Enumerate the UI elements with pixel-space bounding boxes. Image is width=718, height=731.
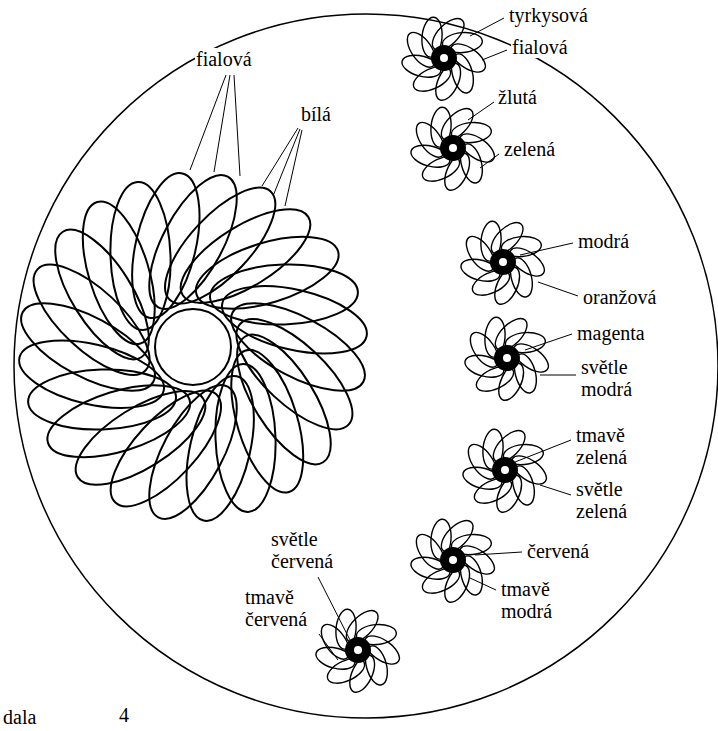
small-rosette (453, 212, 551, 312)
color-label: tmavě zelená (575, 424, 628, 468)
color-label: světle modrá (580, 356, 633, 400)
leader-line (515, 440, 571, 462)
leader-line (319, 634, 338, 660)
leader-line (540, 375, 576, 376)
leader-line (234, 75, 240, 176)
color-label: 4 (118, 704, 130, 726)
leader-line (475, 552, 522, 555)
small-rosette (403, 98, 501, 198)
color-label: bílá (300, 103, 332, 125)
leader-line (480, 154, 499, 168)
color-label: světle červená (270, 528, 334, 572)
small-rosette (394, 8, 492, 108)
color-label: modrá (577, 230, 630, 252)
leader-line (482, 50, 507, 60)
leader-line (214, 75, 230, 172)
color-label: fialová (511, 36, 569, 58)
leader-line (318, 577, 350, 640)
leader-line (470, 578, 496, 590)
color-label: červená (526, 540, 590, 562)
small-rosette (457, 308, 555, 408)
small-rosette (455, 420, 553, 520)
leader-line (468, 102, 494, 120)
color-label: magenta (576, 322, 646, 344)
large-rosette (0, 153, 387, 541)
color-label: tmavě modrá (500, 578, 553, 622)
leader-lines (190, 18, 578, 660)
small-rosette (403, 510, 501, 610)
dish-outline (14, 14, 718, 718)
leader-line (520, 243, 573, 255)
color-label: světle zelená (575, 478, 628, 522)
small-rosette (308, 600, 406, 700)
leader-line (540, 485, 571, 495)
color-label: oranžová (582, 286, 657, 308)
leader-line (273, 129, 300, 196)
leader-line (190, 75, 226, 170)
leader-line (470, 18, 504, 36)
leader-line (525, 334, 572, 350)
color-label: tyrkysová (508, 4, 589, 26)
color-label: fialová (195, 48, 253, 70)
color-label: tmavě červená (244, 586, 308, 630)
leader-line (285, 130, 302, 206)
leader-line (538, 282, 578, 296)
color-label: dala (2, 706, 37, 728)
color-label: zelená (503, 138, 556, 160)
color-label: žlutá (497, 86, 538, 108)
